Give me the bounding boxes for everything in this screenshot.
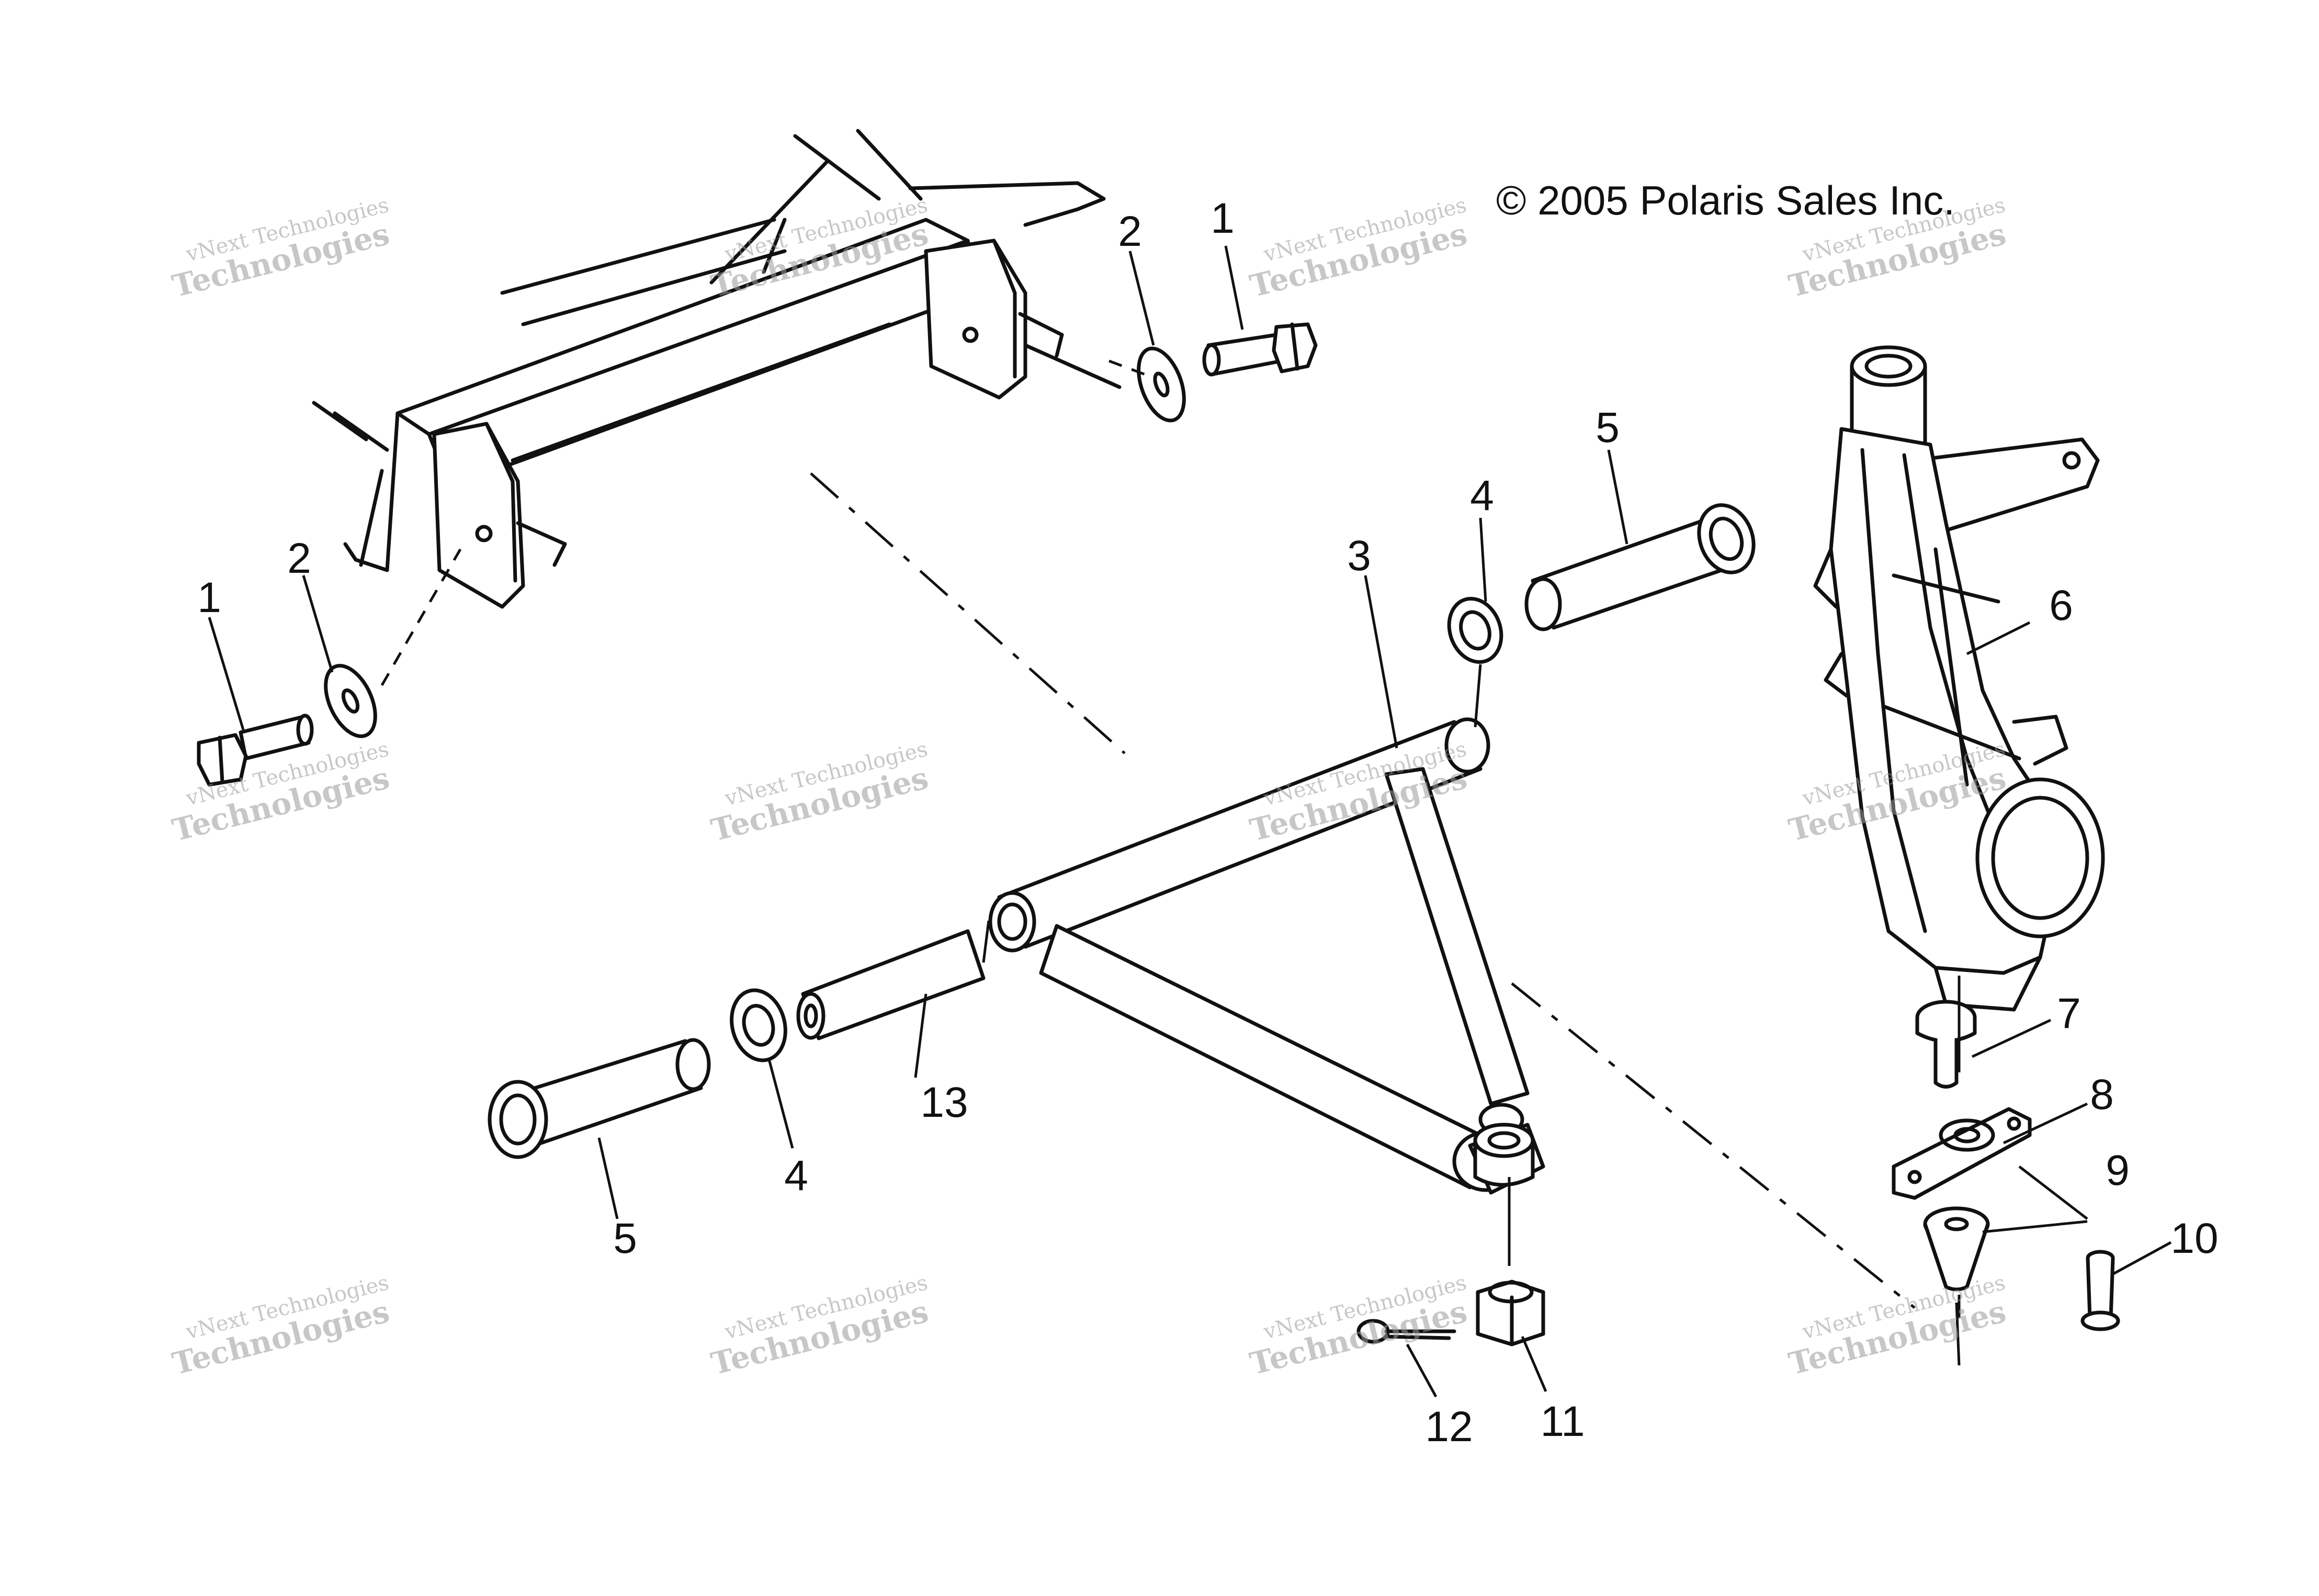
callout-13: 13: [920, 1079, 968, 1126]
callout-4-upper: 4: [1470, 472, 1494, 519]
nut-11: [1476, 1280, 1545, 1346]
callout-4-lower: 4: [784, 1152, 808, 1199]
pivot-tube-upper: [1524, 503, 1756, 631]
spindle: [1813, 345, 2105, 1012]
callout-2-upper: 2: [1118, 208, 1142, 255]
callout-12: 12: [1425, 1403, 1473, 1451]
bushing-upper: [1447, 596, 1503, 664]
callout-9: 9: [2106, 1147, 2130, 1194]
callout-7: 7: [2057, 990, 2081, 1037]
leader-lines: [208, 245, 2172, 1398]
washer-upper: [1137, 346, 1186, 423]
washer-lower: [324, 664, 377, 738]
copyright-notice: © 2005 Polaris Sales Inc.: [1496, 177, 1955, 223]
stud-7: [1915, 1000, 1977, 1089]
callout-5-upper: 5: [1596, 404, 1620, 451]
callout-2-lower: 2: [287, 535, 311, 582]
callout-8: 8: [2090, 1071, 2114, 1118]
sleeve-13: [796, 929, 986, 1040]
bushing-lower: [730, 988, 787, 1062]
bolt-lower: [197, 714, 314, 787]
bolt-upper: [1202, 322, 1318, 377]
plate-8: [1892, 1107, 2032, 1200]
callout-5-lower: 5: [613, 1215, 637, 1262]
watermark-grid: vNext Technologies Technologies vNext Te…: [169, 193, 2009, 1382]
pivot-tube-lower: [488, 1038, 711, 1159]
callout-6: 6: [2049, 582, 2073, 629]
a-arm: [988, 717, 1545, 1195]
frame-cross-member: [312, 129, 1122, 609]
callout-11: 11: [1540, 1398, 1585, 1445]
cotter-pin-12: [1356, 1319, 1456, 1344]
callout-3: 3: [1347, 532, 1371, 580]
rivet-10: [2080, 1250, 2120, 1331]
callout-1-upper: 1: [1211, 195, 1235, 242]
cone-washer-9: [1923, 1206, 1990, 1292]
callout-labels: 1 2 1 2 3 4 5 6 13 4 5 7 8 9 10 11 12: [197, 195, 2218, 1451]
callout-1-lower: 1: [197, 574, 221, 621]
callout-10: 10: [2170, 1215, 2218, 1262]
assembly-centerlines: [380, 359, 1961, 1366]
